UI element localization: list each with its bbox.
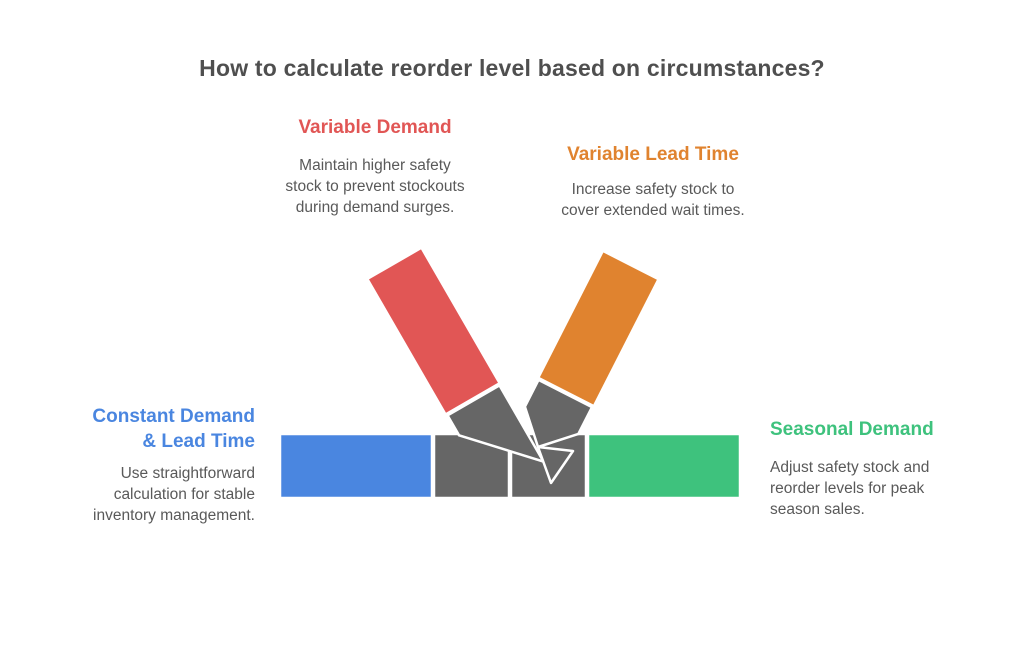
constant-demand-lead-time-description: Use straightforward calculation for stab… <box>93 465 255 524</box>
seasonal-demand-bar-segment <box>586 432 742 500</box>
variable-lead-time-description: Increase safety stock to cover extended … <box>561 181 745 219</box>
seasonal-demand-description: Adjust safety stock and reorder levels f… <box>770 459 930 518</box>
variable-demand-description: Maintain higher safety stock to prevent … <box>285 157 465 216</box>
page-title: How to calculate reorder level based on … <box>199 55 825 81</box>
constant-demand-bar-segment <box>278 432 434 500</box>
variable-demand-arm <box>369 249 498 413</box>
variable-lead-time-heading: Variable Lead Time <box>567 144 739 165</box>
center-fold-triangle <box>536 445 575 485</box>
variable-lead-time-arm <box>539 252 657 405</box>
reorder-level-v-graphic <box>278 249 742 500</box>
variable-demand-heading: Variable Demand <box>298 117 452 138</box>
orange-arm-gray-tip <box>523 378 594 449</box>
seasonal-demand-heading: Seasonal Demand <box>770 419 934 440</box>
constant-demand-lead-time-heading: Constant Demand & Lead Time <box>92 406 255 452</box>
